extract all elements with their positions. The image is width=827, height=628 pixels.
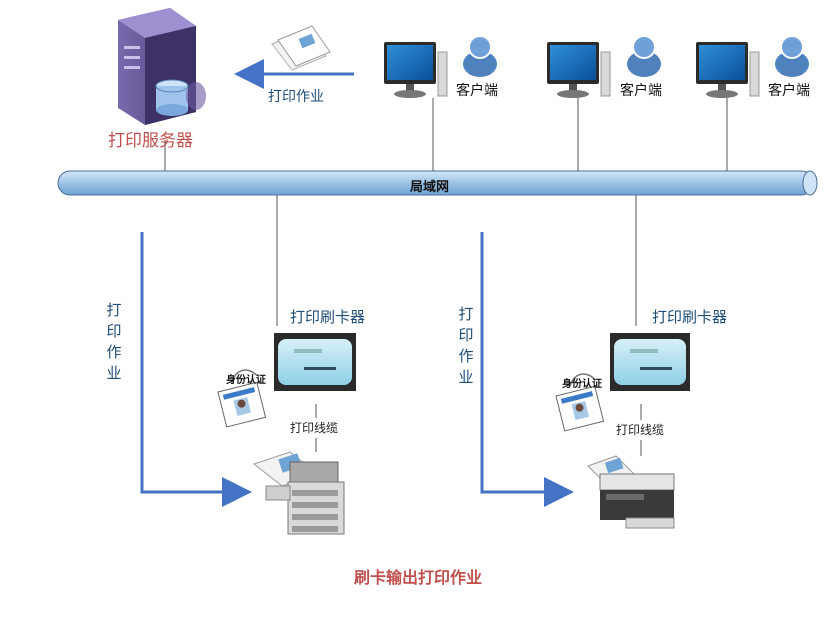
client-user-icon: [463, 35, 497, 77]
client-computer-icon: [384, 42, 448, 98]
print-cable-label: 打印线缆: [290, 421, 339, 435]
card-reader-icon: [274, 333, 356, 391]
print-job-label-top: 打印作业: [268, 89, 324, 105]
print-server-label: 打印服务器: [108, 131, 193, 151]
document-stack-icon: [271, 25, 331, 71]
client-user-icon: [627, 35, 661, 77]
client-user-icon: [775, 35, 809, 77]
client-computer-icon: [696, 42, 760, 98]
client-label: 客户端: [620, 83, 662, 99]
diagram-caption: 刷卡输出打印作业: [354, 568, 483, 587]
id-badge-icon: [555, 373, 605, 432]
lan-label: 局域网: [410, 180, 450, 195]
print-job-arrow-right: [480, 232, 574, 507]
id-auth-label: 身份认证: [562, 379, 602, 390]
card-reader-label: 打印刷卡器: [652, 308, 728, 326]
print-job-vertical-label: 打印作业: [458, 305, 474, 386]
client-computer-icon: [547, 42, 611, 98]
print-job-vertical-label: 打印作业: [106, 301, 122, 382]
print-server-icon: [118, 8, 206, 125]
print-cable-label: 打印线缆: [616, 423, 665, 437]
client-label: 客户端: [456, 83, 498, 99]
copier-printer-icon: [252, 451, 345, 535]
card-reader-label: 打印刷卡器: [290, 308, 366, 326]
client-label: 客户端: [768, 83, 810, 99]
card-reader-icon: [610, 333, 690, 391]
id-auth-label: 身份认证: [226, 375, 266, 386]
print-job-arrow-left: [140, 232, 252, 507]
laser-printer-icon: [587, 455, 675, 529]
lan-connectors: [164, 98, 728, 326]
id-badge-icon: [217, 369, 267, 428]
lan-bus: [57, 170, 818, 196]
